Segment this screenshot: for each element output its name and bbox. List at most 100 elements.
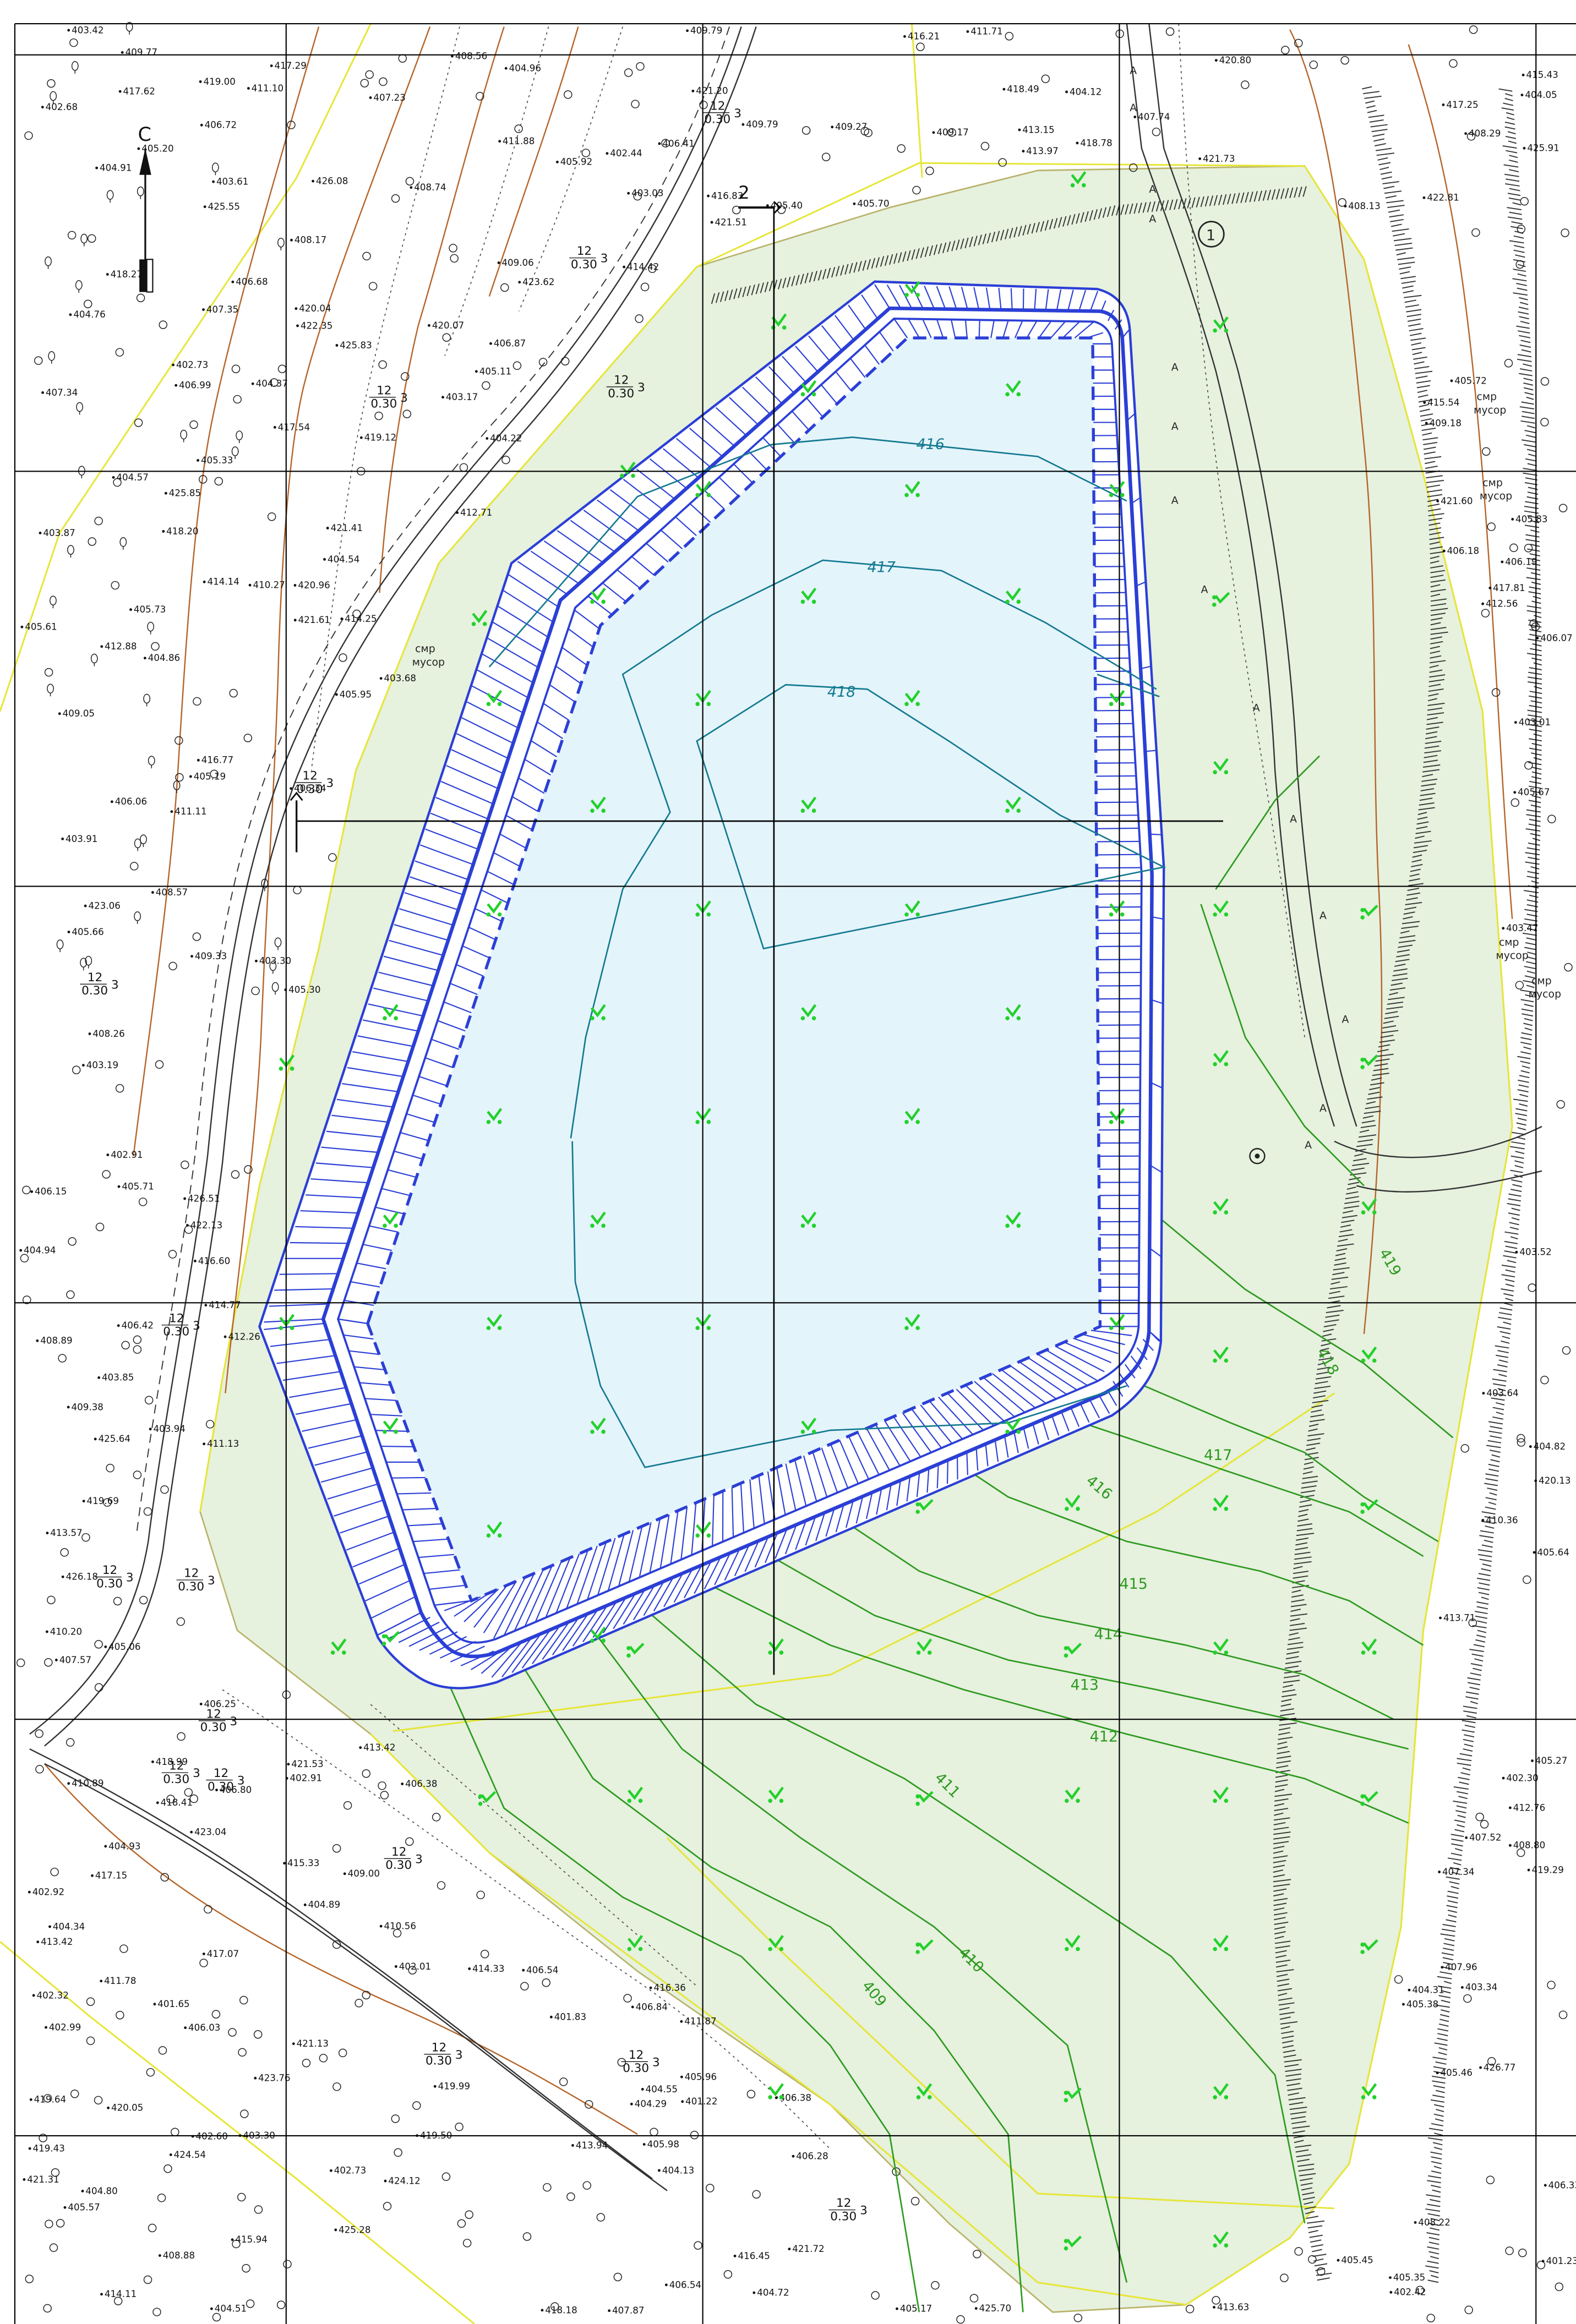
hatch-line: [864, 345, 880, 365]
spot-height-dot: [1541, 2260, 1545, 2263]
svg-text:мусор: мусор: [1474, 404, 1506, 416]
circle-marker-icon: [1198, 221, 1225, 248]
hatch-line: [543, 540, 592, 574]
svg-text:0.30: 0.30: [704, 113, 730, 127]
hatch-line: [1526, 970, 1535, 974]
svg-text:смр: смр: [415, 643, 435, 655]
hatch-line: [1430, 631, 1448, 635]
hatch-line: [1289, 2107, 1307, 2110]
hatch-line: [412, 1095, 441, 1105]
spot-height-dot: [518, 281, 521, 284]
hatch-line: [1520, 1037, 1532, 1041]
hatch-line: [1430, 565, 1443, 568]
spot-height-dot: [100, 645, 103, 648]
hatch-line: [1009, 227, 1013, 239]
hatch-line: [809, 271, 813, 283]
hatch-line: [1130, 1355, 1142, 1370]
spot-height-label: 415.54: [1427, 397, 1459, 408]
hatch-line: [1292, 2125, 1310, 2129]
spot-height-dot: [1533, 1551, 1536, 1554]
hatch-line: [1513, 245, 1525, 248]
hatch-line: [1428, 2251, 1439, 2255]
hatch-line: [1287, 2087, 1302, 2091]
spot-height-dot: [203, 1442, 206, 1446]
hatch-line: [711, 293, 716, 304]
hatch-line: [456, 964, 484, 977]
hatch-line: [399, 908, 454, 926]
hatch-line: [1520, 420, 1535, 424]
spot-height-dot: [831, 125, 834, 129]
hatch-line: [505, 814, 533, 830]
hatch-line: [1490, 1435, 1502, 1439]
hatch-line: [1430, 2218, 1440, 2222]
hatch-line: [1290, 2116, 1306, 2120]
spot-height-dot: [81, 1064, 85, 1067]
hatch-line: [1430, 2256, 1439, 2260]
hatch-line: [279, 1273, 339, 1275]
hatch-line: [1277, 1983, 1290, 1987]
hatch-line: [1479, 1559, 1492, 1562]
hatch-line: [381, 1188, 411, 1196]
spot-height-dot: [153, 2003, 156, 2006]
hatch-line: [1371, 1077, 1382, 1081]
hatch-line: [1071, 214, 1076, 225]
spot-height-label: 410.56: [384, 1921, 416, 1932]
spot-height-label: 404.94: [24, 1245, 56, 1255]
svg-text:мусор: мусор: [1529, 989, 1561, 1000]
hatch-line: [855, 1496, 864, 1524]
spot-height-dot: [28, 2147, 31, 2150]
hatch-line: [1310, 2239, 1322, 2243]
hatch-line: [1301, 1480, 1318, 1484]
hatch-line: [812, 1451, 828, 1497]
hatch-line: [1430, 575, 1444, 578]
hatch-line: [1231, 193, 1236, 204]
spot-height-dot: [46, 1532, 49, 1535]
hatch-line: [1530, 866, 1540, 870]
hatch-line: [1526, 605, 1541, 609]
hatch-line: [1517, 287, 1528, 291]
hatch-line: [1383, 1020, 1394, 1024]
spot-height-dot: [549, 2015, 553, 2019]
spot-height-dot: [433, 2085, 437, 2088]
hatch-line: [795, 346, 819, 373]
hatch-line: [1055, 1346, 1105, 1372]
spot-height-label: 421.20: [696, 86, 728, 96]
hatch-line: [1526, 434, 1536, 438]
spot-height-dot: [1465, 1836, 1468, 1839]
hatch-line: [1428, 683, 1441, 687]
hatch-line: [1522, 932, 1537, 936]
road-left: [29, 26, 757, 2191]
hatch-line: [675, 438, 711, 468]
spot-height-dot: [199, 80, 202, 83]
spot-height-dot: [183, 1197, 187, 1200]
hatch-line: [1331, 1276, 1349, 1280]
hatch-line: [1385, 195, 1397, 199]
spot-height-dot: [1514, 721, 1517, 724]
hatch-line: [1275, 1955, 1286, 1959]
hatch-line: [404, 892, 459, 911]
spot-height-label: 406.38: [405, 1779, 437, 1789]
spot-height-label: 425.55: [208, 201, 240, 212]
spot-height-dot: [335, 693, 338, 696]
hatch-line: [1294, 187, 1298, 198]
hatch-line: [1386, 1006, 1403, 1010]
hatch-line: [481, 889, 509, 904]
spot-height-label: 417.54: [278, 422, 310, 433]
hatch-line: [1419, 797, 1433, 801]
hatch-line: [782, 356, 806, 383]
hatch-line: [623, 1589, 646, 1625]
hatch-line: [1521, 1008, 1534, 1012]
hatch-line: [1274, 1926, 1286, 1930]
spot-height-dot: [41, 391, 44, 394]
spot-height-dot: [680, 2075, 683, 2079]
spot-height-dot: [151, 891, 154, 894]
spot-height-label: 403.91: [66, 834, 97, 844]
hatch-line: [866, 259, 871, 270]
hatch-line: [1410, 337, 1426, 341]
spot-height-label: 426.51: [188, 1193, 220, 1204]
hatch-line: [1528, 823, 1541, 827]
hatch-line: [1415, 375, 1428, 379]
hatch-line: [1431, 2274, 1439, 2278]
